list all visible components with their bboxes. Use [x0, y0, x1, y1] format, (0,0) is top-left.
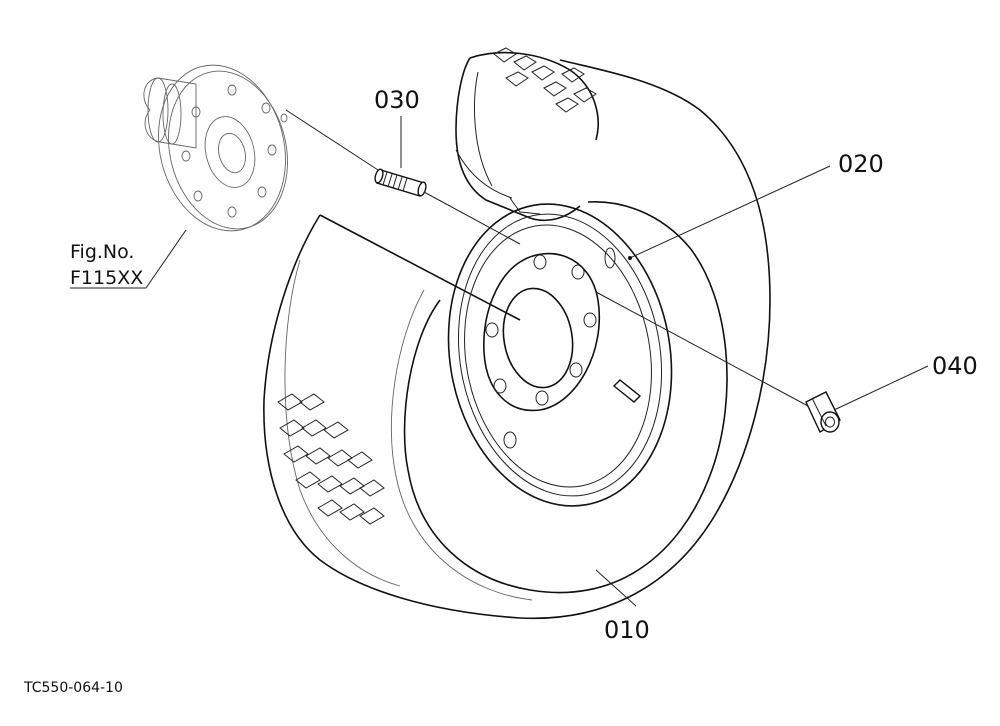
label-part-030: 030 [374, 86, 420, 114]
drawing-code: TC550-064-10 [23, 680, 123, 696]
label-part-020: 020 [838, 150, 884, 178]
wheel-rim [447, 203, 673, 507]
reference-fig-code: F115XX [70, 267, 143, 289]
wheel-nut [805, 391, 841, 433]
wheel-stud [374, 168, 427, 197]
reference-fig-no: Fig.No. [70, 241, 134, 263]
label-part-040: 040 [932, 352, 978, 380]
tread-pattern-upper [493, 47, 597, 113]
hub-flange [143, 64, 288, 232]
assembly-lines [285, 109, 809, 407]
tire [263, 47, 771, 620]
leader-lines [70, 116, 929, 607]
label-part-010: 010 [604, 616, 650, 644]
tread-pattern-lower [277, 393, 385, 525]
